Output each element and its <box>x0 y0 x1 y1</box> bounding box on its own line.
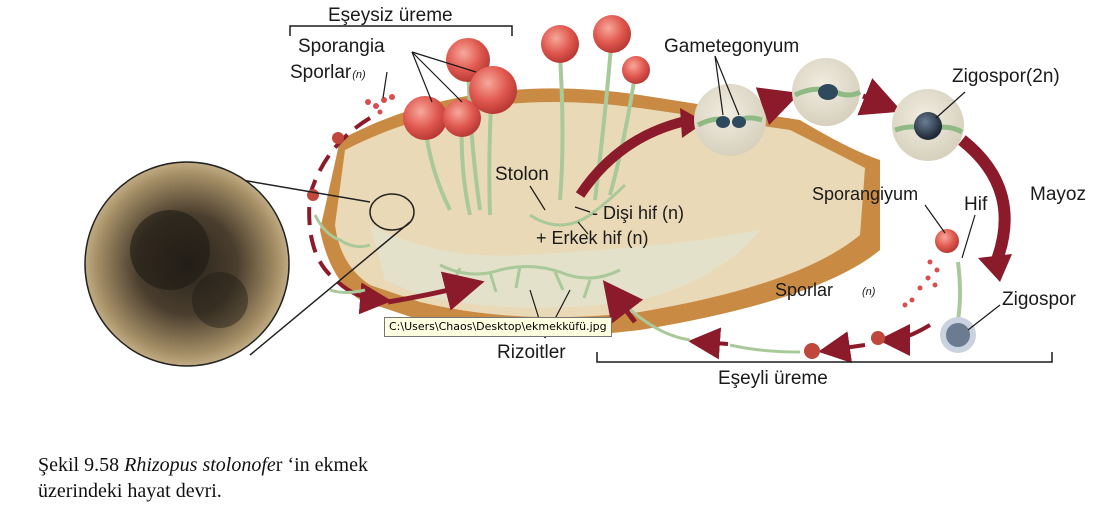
arrow-into-bread <box>387 271 485 311</box>
label-rhizoids: Rizoitler <box>497 342 566 363</box>
label-plus-hypha: + Erkek hif (n) <box>536 228 649 248</box>
fusion-stage <box>792 58 862 126</box>
arrow-gamete-1 <box>755 87 801 126</box>
label-sporangium: Sporangiyum <box>812 184 918 204</box>
arrow-to-gametangium <box>575 115 692 198</box>
label-spores-n: Sporlar(n) <box>290 62 366 83</box>
meiosis-arrow-head <box>978 254 1012 282</box>
label-asexual: Eşeysiz üreme <box>328 5 453 26</box>
label-zygospore: Zigospor <box>1002 289 1077 310</box>
germinating-zygospore <box>902 229 976 353</box>
caption-line2: üzerindeki hayat devri. <box>38 480 222 502</box>
sporangium-head <box>593 15 631 53</box>
label-spores: Sporlar <box>775 280 833 300</box>
sexual-bracket <box>596 352 1053 363</box>
file-path-tooltip: C:\Users\Chaos\Desktop\ekmekküfü.jpg <box>384 317 612 337</box>
label-meiosis: Mayoz <box>1030 184 1086 205</box>
asexual-cycle-path <box>307 116 392 315</box>
label-gametangium: Gametegonyum <box>664 36 799 57</box>
caption-prefix: Şekil 9.58 <box>38 454 125 476</box>
arrow-gamete-2 <box>857 78 902 116</box>
gametangium-stage <box>694 84 766 156</box>
zygospore-stage <box>892 89 964 161</box>
sporangium-head <box>469 66 517 114</box>
label-stolon: Stolon <box>495 164 549 185</box>
sporangium-head <box>541 25 579 63</box>
label-hypha: Hif <box>964 194 988 215</box>
label-zygospore-2n: Zigospor(2n) <box>952 66 1060 87</box>
label-sexual: Eşeyli üreme <box>718 368 828 389</box>
label-spores-sub: (n) <box>862 286 876 298</box>
caption-species: Rhizopus stolonofe <box>124 454 276 476</box>
sporangia-cluster <box>403 15 650 216</box>
caption-suffix: r ‘in ekmek <box>275 454 368 476</box>
label-minus-hypha: - Dişi hif (n) <box>592 203 684 223</box>
sporangium-head <box>443 99 481 137</box>
label-sporangia: Sporangia <box>298 36 385 57</box>
sexual-cycle-path <box>602 280 932 364</box>
arrow-to-gametangium-head <box>680 108 705 138</box>
released-spores <box>365 94 395 115</box>
sporangium-head <box>403 96 447 140</box>
meiosis-arrow <box>958 135 1011 268</box>
magnified-photo <box>84 161 415 367</box>
asexual-bracket <box>289 25 513 36</box>
figure-caption: Şekil 9.58 Rhizopus stolonofer ‘in ekmek… <box>38 452 508 504</box>
sporangium-head <box>622 56 650 84</box>
